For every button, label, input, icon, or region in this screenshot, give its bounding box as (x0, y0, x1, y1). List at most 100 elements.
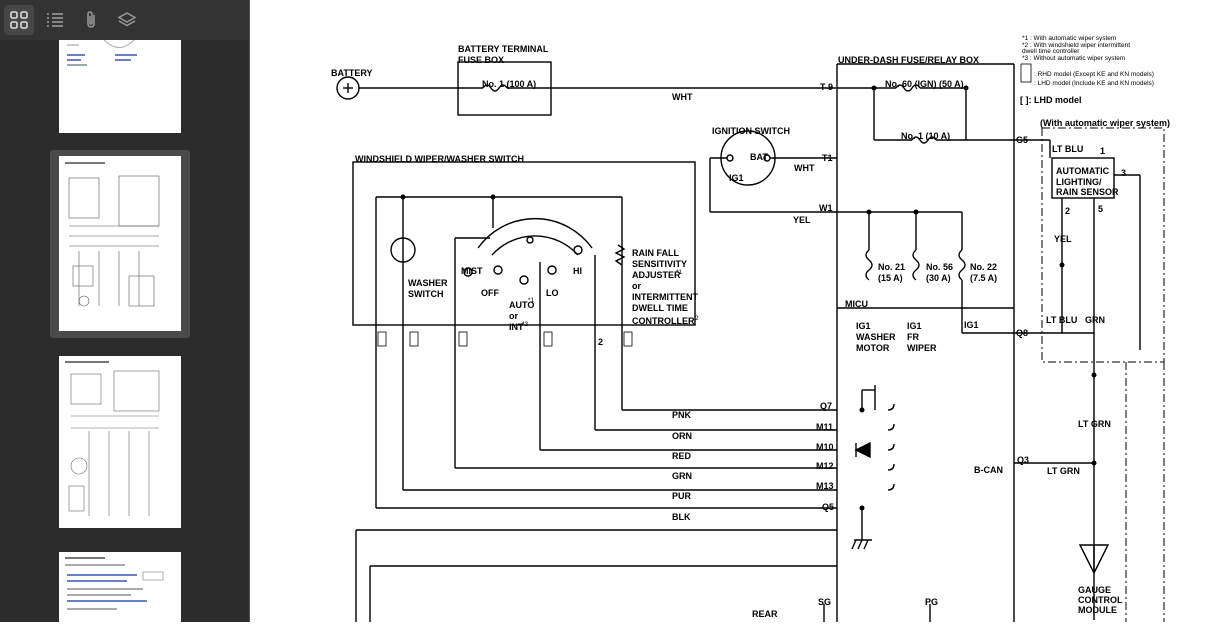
layers-icon (117, 12, 137, 27)
label-battery-fuse-box-l2: FUSE BOX (458, 55, 504, 65)
outline-icon (47, 13, 63, 27)
label-m12: M12 (816, 461, 834, 471)
page-thumbnail-3[interactable] (59, 356, 181, 528)
attachments-view-button[interactable] (76, 5, 106, 35)
label-pur: PUR (672, 491, 692, 501)
label-rain-l2: SENSITIVITY (632, 259, 687, 269)
label-w1: W1 (819, 203, 833, 213)
label-pin-1: 1 (1100, 146, 1105, 156)
page-thumbnail-2[interactable] (59, 156, 181, 331)
label-micu: MICU (845, 299, 868, 309)
label-red: RED (672, 451, 692, 461)
label-fuse21-a: (15 A) (878, 273, 903, 283)
label-lhd-model: [ ]: LHD model (1020, 95, 1082, 105)
label-sensor-l1: AUTOMATIC (1056, 166, 1110, 176)
label-fuse-no1-10a: No. 1 (10 A) (901, 131, 950, 141)
label-rain-l1: RAIN FALL (632, 248, 679, 258)
label-washer-l2: SWITCH (408, 289, 444, 299)
label-rain-l4: or (632, 281, 641, 291)
label-gauge-l2: CONTROL (1078, 595, 1123, 605)
label-hi: HI (573, 266, 582, 276)
label-battery-fuse-box-l1: BATTERY TERMINAL (458, 44, 549, 54)
label-m11: M11 (816, 422, 833, 432)
thumbnails-view-button[interactable] (4, 5, 34, 35)
label-sensor-l3: RAIN SENSOR (1056, 187, 1119, 197)
label-fuse-no1-100a: No. 1 (100 A) (482, 79, 536, 89)
label-ig1-fr-l3: WIPER (907, 343, 937, 353)
label-blk: BLK (672, 512, 691, 522)
thumbnail-sidebar (0, 0, 249, 622)
label-grn: GRN (672, 471, 692, 481)
label-auto: AUTO (509, 300, 534, 310)
note-lhd: : LHD model (Include KE and KN models) (1034, 80, 1154, 87)
label-rain-l3: ADJUSTER (632, 270, 681, 280)
label-pin-5: 5 (1098, 204, 1103, 214)
label-gauge-l3: MODULE (1078, 605, 1117, 615)
page-thumbnail-1[interactable] (59, 40, 181, 133)
note-3: *3 : Without automatic wiper system (1022, 55, 1125, 62)
label-battery: BATTERY (331, 68, 373, 78)
label-q3: Q3 (1017, 455, 1029, 465)
sidebar-toolbar (0, 0, 249, 40)
label-lt-blu-2: LT BLU (1046, 315, 1077, 325)
label-off: OFF (481, 288, 499, 298)
thumbnails-icon (10, 11, 28, 29)
layers-view-button[interactable] (112, 5, 142, 35)
attachment-icon (87, 11, 95, 28)
label-lt-blu-1: LT BLU (1052, 144, 1083, 154)
label-q7: Q7 (820, 401, 832, 411)
label-ig1-washer-l2: WASHER (856, 332, 896, 342)
label-rain-l7: CONTROLLER (632, 316, 695, 326)
label-or: or (509, 311, 518, 321)
label-ig1-fr-l2: FR (907, 332, 919, 342)
wiring-diagram: BATTERY BATTERY TERMINAL FUSE BOX No. 1 … (331, 35, 1170, 622)
label-with-auto-wiper: (With automatic wiper system) (1040, 118, 1170, 128)
label-orn: ORN (672, 431, 692, 441)
label-gauge-l1: GAUGE (1078, 585, 1111, 595)
page-thumbnail-4[interactable] (59, 552, 181, 622)
label-bcan: B-CAN (974, 465, 1003, 475)
label-washer-l1: WASHER (408, 278, 448, 288)
label-yel: YEL (793, 215, 811, 225)
label-ignition-switch: IGNITION SWITCH (712, 126, 790, 136)
label-underdash-box: UNDER-DASH FUSE/RELAY BOX (838, 55, 979, 65)
label-lo: LO (546, 288, 559, 298)
label-ig1-washer-l3: MOTOR (856, 343, 890, 353)
note-2a: *2 : With windshield wiper intermittent (1022, 42, 1130, 49)
label-m13: M13 (816, 481, 834, 491)
label-star1-auto: *1 (528, 297, 535, 304)
outline-view-button[interactable] (40, 5, 70, 35)
label-pg: PG (925, 597, 938, 607)
label-grn-2: GRN (1085, 315, 1105, 325)
label-sensor-l2: LIGHTING/ (1056, 177, 1102, 187)
label-rain-l6: DWELL TIME (632, 303, 688, 313)
label-rain-l5: INTERMITTENT (632, 292, 698, 302)
label-ig1-wire: IG1 (964, 320, 979, 330)
label-wht-1: WHT (672, 92, 693, 102)
note-rhd: : RHD model (Except KE and KN models) (1034, 71, 1154, 78)
label-fuse-no60: No. 60 (IGN) (50 A) (885, 79, 964, 89)
label-m10: M10 (816, 442, 834, 452)
label-star1-adjuster: *1 (676, 269, 683, 276)
sidebar-divider[interactable] (249, 0, 250, 622)
label-bat: BAT (750, 152, 768, 162)
label-fuse56: No. 56 (926, 262, 953, 272)
label-fuse21: No. 21 (878, 262, 905, 272)
label-q5: Q5 (822, 502, 834, 512)
label-pin-3: 3 (1121, 168, 1126, 178)
label-lt-grn-1: LT GRN (1078, 419, 1111, 429)
label-ig1-washer-l1: IG1 (856, 321, 871, 331)
label-star3-int: *3 (522, 321, 529, 328)
label-wiper-switch: WINDSHIELD WIPER/WASHER SWITCH (355, 154, 524, 164)
document-viewer[interactable]: BATTERY BATTERY TERMINAL FUSE BOX No. 1 … (250, 0, 1208, 622)
label-q8: Q8 (1016, 328, 1028, 338)
label-int: INT (509, 322, 524, 332)
label-fuse56-a: (30 A) (926, 273, 951, 283)
label-lt-grn-2: LT GRN (1047, 466, 1080, 476)
label-ig1-fr-l1: IG1 (907, 321, 922, 331)
label-ig1-switch: IG1 (729, 173, 744, 183)
label-t9: T 9 (820, 82, 833, 92)
label-star2-controller: 2 (695, 315, 699, 322)
label-pnk: PNK (672, 410, 692, 420)
label-fuse22-a: (7.5 A) (970, 273, 997, 283)
